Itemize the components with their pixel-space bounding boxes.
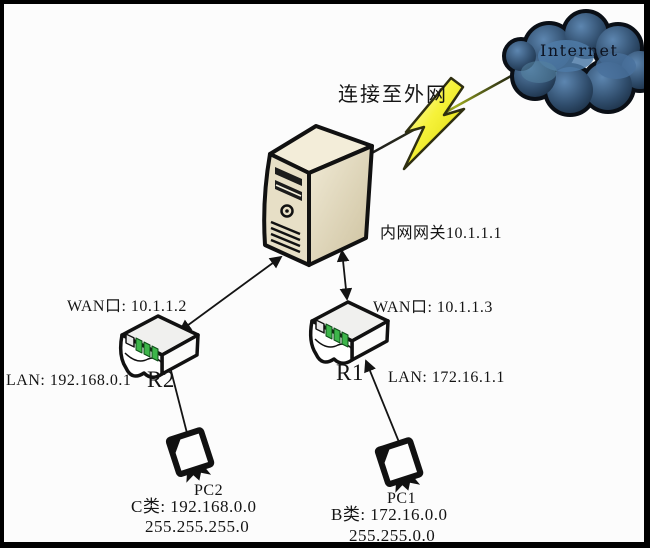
pc2-mask-label: 255.255.255.0 — [145, 517, 250, 536]
r2-lan-label: LAN: 192.168.0.1 — [6, 372, 132, 389]
pc1-mask-label: 255.255.0.0 — [349, 526, 436, 545]
r2-name-label: R2 — [147, 367, 175, 392]
pc2-icon — [165, 427, 215, 483]
internet-label: Internet — [540, 41, 619, 60]
r1-name-label: R1 — [336, 360, 364, 385]
pc1-name-label: PC1 — [387, 490, 417, 507]
pc1-network-label: B类: 172.16.0.0 — [331, 505, 448, 524]
internet-cloud — [502, 9, 644, 117]
gateway-server-icon — [262, 124, 374, 267]
external-link-label: 连接至外网 — [338, 84, 448, 106]
pc2-network-label: C类: 192.168.0.0 — [131, 497, 257, 516]
r1-wan-label: WAN口: 10.1.1.3 — [373, 299, 493, 316]
r2-wan-label: WAN口: 10.1.1.2 — [67, 298, 187, 315]
r1-lan-label: LAN: 172.16.1.1 — [388, 369, 505, 386]
router-r1-icon — [308, 300, 390, 365]
link-gateway-r1 — [336, 249, 353, 301]
link-gateway-r2 — [178, 255, 283, 333]
diagram-canvas — [118, 9, 644, 493]
link-pc1-r1 — [364, 359, 402, 448]
pc1-icon — [374, 437, 424, 493]
pc2-name-label: PC2 — [194, 482, 224, 499]
lightning-bolt-icon — [402, 76, 466, 171]
router-r2-icon — [118, 314, 200, 379]
gateway-label: 内网网关10.1.1.1 — [380, 225, 503, 242]
